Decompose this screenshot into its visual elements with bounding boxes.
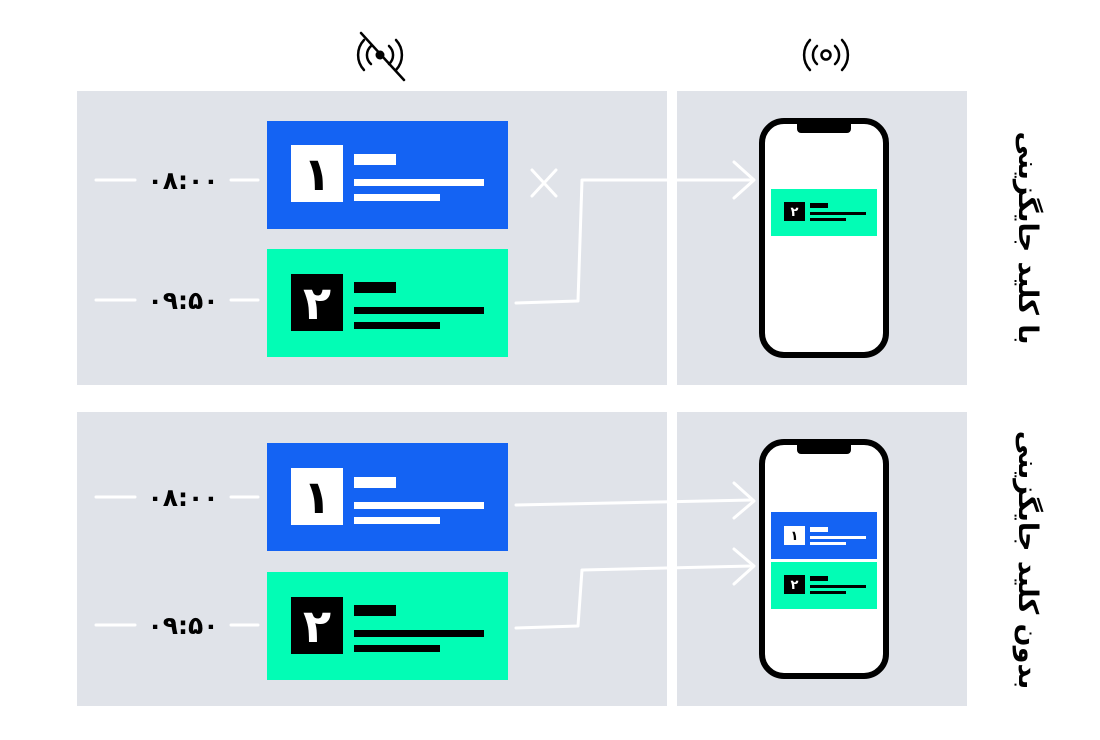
time-label: ۰۹:۵۰	[147, 611, 218, 640]
row-without-replace-key: ۰۸:۰۰ ۰۹:۵۰ ۱ ۲	[77, 412, 1044, 706]
phone: ۲	[759, 118, 889, 358]
delivery-arrow	[514, 481, 756, 520]
number-badge	[291, 145, 343, 202]
delivery-arrow	[514, 160, 756, 305]
phone-notch	[797, 119, 851, 133]
side-label: با کلید جایگزینی	[1012, 131, 1044, 344]
phone-notch	[797, 440, 851, 454]
time-label: ۰۸:۰۰	[147, 483, 218, 512]
broadcast-icon	[802, 38, 850, 72]
number-badge	[291, 468, 343, 525]
phone-notification-green: ۲	[771, 562, 877, 609]
timeline-row: ۰۸:۰۰	[94, 166, 260, 195]
time-label: ۰۸:۰۰	[147, 166, 218, 195]
badge-number: ۲	[791, 578, 799, 593]
timeline-row: ۰۹:۵۰	[94, 286, 260, 315]
time-label: ۰۹:۵۰	[147, 286, 218, 315]
number-badge	[291, 597, 343, 654]
phone: ۱ ۲	[759, 439, 889, 679]
badge-number: ۲	[303, 599, 331, 653]
side-label: بدون کلید جایگزینی	[1012, 431, 1044, 689]
row-with-replace-key: ۰۸:۰۰ ۰۹:۵۰ ۱ ۲	[77, 91, 1044, 385]
broadcast-off-icon	[356, 31, 406, 82]
badge-number: ۲	[303, 276, 331, 330]
message-card-blue: ۱	[267, 443, 508, 551]
timeline-row: ۰۹:۵۰	[94, 611, 260, 640]
message-card-green: ۲	[267, 249, 508, 357]
badge-number: ۱	[303, 470, 331, 524]
badge-number: ۲	[791, 205, 799, 220]
x-icon	[530, 168, 558, 198]
phone-notification-green: ۲	[771, 189, 877, 236]
phone-notification-blue: ۱	[771, 512, 877, 559]
number-badge	[291, 274, 343, 331]
badge-number: ۱	[791, 529, 799, 544]
badge-number: ۱	[303, 147, 331, 201]
timeline-row: ۰۸:۰۰	[94, 483, 260, 512]
delivery-arrow	[514, 547, 756, 630]
message-card-blue: ۱	[267, 121, 508, 229]
message-card-green: ۲	[267, 572, 508, 680]
